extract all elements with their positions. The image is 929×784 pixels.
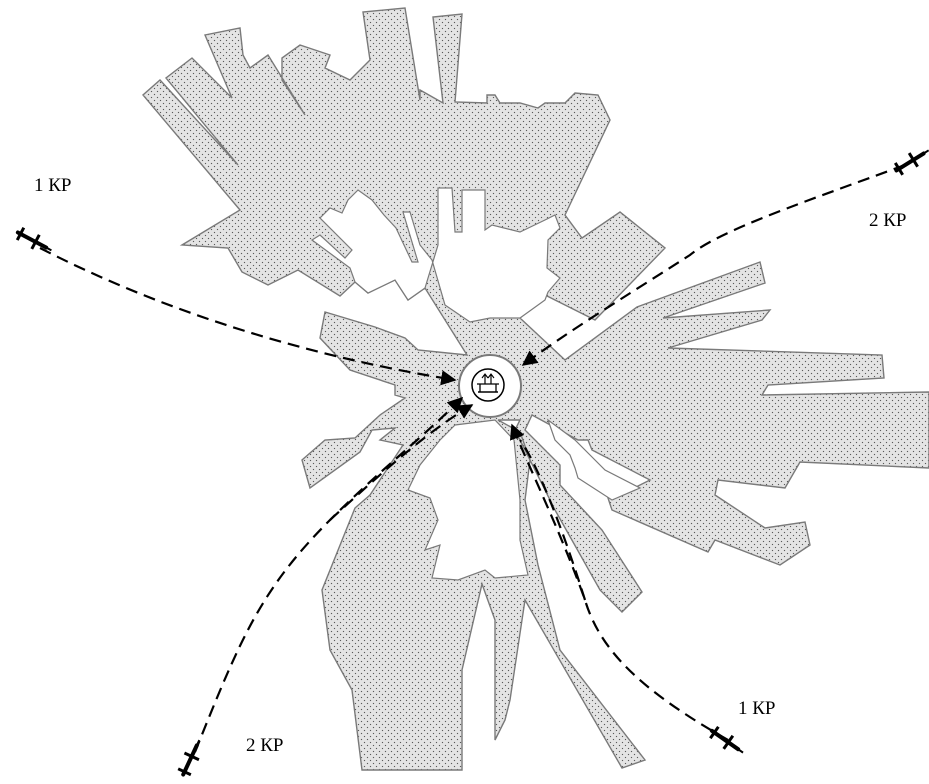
flight-path-northeast (521, 163, 906, 366)
missile-icon-southwest (173, 734, 209, 780)
label-2kr-south: 2 КР (246, 735, 284, 756)
label-1kr-west: 1 КР (34, 175, 72, 196)
flight-path-southeast (510, 423, 729, 741)
coverage-gap-north (310, 187, 561, 323)
coverage-gap-east (546, 418, 642, 501)
flight-path-southeast-2 (519, 439, 587, 601)
flight-path-southwest (193, 396, 464, 753)
coverage-zone-shape (142, 7, 929, 771)
missile-icon-southeast (705, 722, 750, 762)
label-1kr-southeast: 1 КР (738, 698, 776, 719)
ship-target-icon (458, 354, 522, 418)
label-2kr-east: 2 КР (869, 210, 907, 231)
flight-paths (39, 163, 906, 753)
missile-icon-northeast (890, 141, 929, 180)
coverage-zone (142, 7, 929, 771)
coverage-gap-south (407, 419, 529, 581)
flight-path-southwest-2 (329, 404, 474, 521)
flight-path-west (39, 247, 457, 386)
